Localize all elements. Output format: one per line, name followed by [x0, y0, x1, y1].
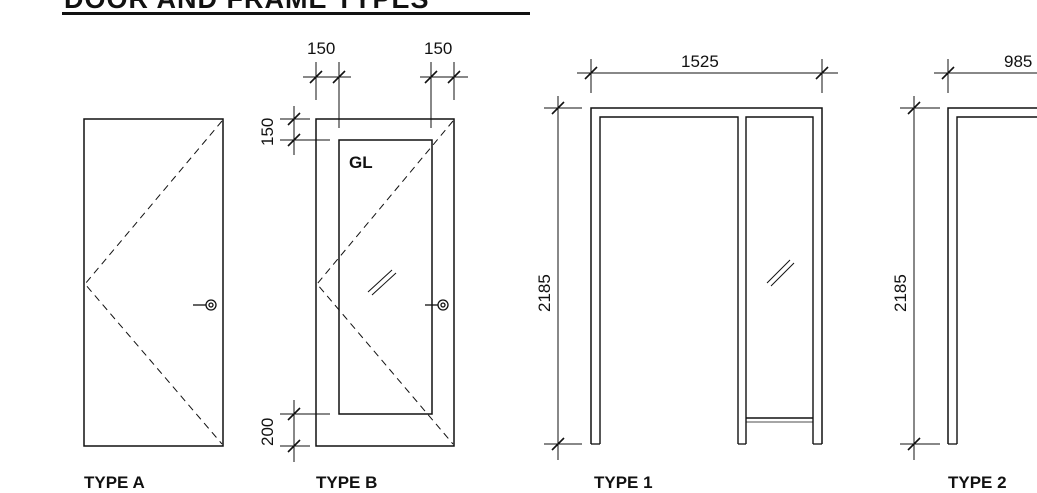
door-type-b-swing-lines — [316, 120, 454, 445]
dimension-type-1-width — [577, 59, 838, 93]
frame-type-1-sidelight — [745, 116, 814, 444]
frame-type-2-outer — [947, 107, 1037, 444]
door-type-a-leaf — [83, 118, 224, 447]
dimension-type-b-right-stile — [420, 62, 468, 128]
door-type-a — [83, 118, 224, 447]
dim-label-2-height: 2185 — [891, 274, 910, 312]
dimension-type-b-left-stile — [303, 62, 351, 128]
glass-hatch-icon — [766, 259, 795, 287]
handle-icon — [425, 299, 449, 311]
dimension-type-b-bottom-rail — [280, 400, 330, 462]
dimension-type-2-width — [934, 59, 1037, 93]
drawing-title: DOOR AND FRAME TYPES — [64, 0, 430, 15]
label-type-1: TYPE 1 — [594, 473, 653, 492]
dimension-type-b-top-rail — [280, 106, 330, 155]
title-underline — [62, 12, 530, 15]
dimension-type-1-height — [544, 96, 582, 460]
dim-label-b-right: 150 — [424, 39, 452, 58]
door-type-b-leaf — [315, 118, 455, 447]
glass-hatch-icon — [367, 269, 397, 296]
frame-type-1-outer — [590, 107, 823, 444]
drawing-title-wrap: DOOR AND FRAME TYPES — [62, 0, 532, 16]
frame-type-1 — [544, 59, 838, 460]
glass-label: GL — [349, 153, 373, 172]
frame-type-1-door-opening — [599, 116, 739, 444]
label-type-2: TYPE 2 — [948, 473, 1007, 492]
handle-icon — [193, 299, 217, 311]
frame-type-2-inner — [956, 116, 1037, 444]
door-type-a-swing-lines — [84, 120, 223, 445]
dim-label-1-height: 2185 — [535, 274, 554, 312]
dim-label-1-width: 1525 — [681, 52, 719, 71]
label-type-a: TYPE A — [84, 473, 145, 492]
dimension-type-2-height — [900, 96, 940, 460]
door-type-b — [280, 62, 468, 462]
dim-label-b-left: 150 — [307, 39, 335, 58]
dim-label-b-bottom: 200 — [258, 418, 277, 446]
dim-label-2-width: 985 — [1004, 52, 1032, 71]
frame-type-2 — [900, 59, 1037, 460]
door-type-b-vision-panel — [338, 139, 433, 415]
label-type-b: TYPE B — [316, 473, 378, 492]
dim-label-b-top: 150 — [258, 118, 277, 146]
